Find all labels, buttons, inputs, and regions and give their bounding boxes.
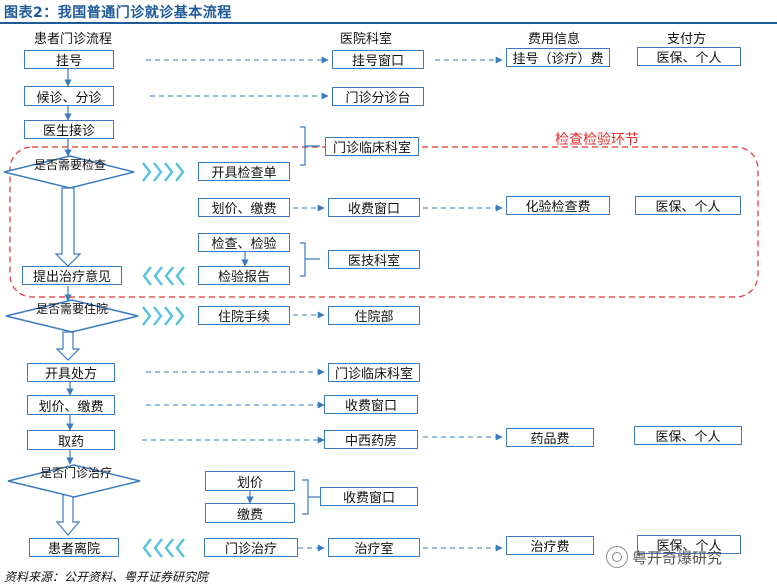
decision-need-admission-text: 是否需要住院	[36, 302, 109, 316]
wechat-icon	[606, 546, 628, 568]
title-rule	[0, 22, 777, 24]
chevron-left-icon	[175, 538, 185, 558]
decision-need-exam	[3, 155, 135, 189]
box-register: 挂号	[24, 50, 114, 69]
decision-need-exam-text: 是否需要检查	[34, 158, 107, 172]
chevrons-treatment-to-discharge	[142, 538, 185, 558]
decision-need-admission	[5, 299, 139, 333]
watermark-text: 粤开奇爆研究	[632, 548, 723, 567]
chevron-left-icon	[153, 266, 163, 286]
box-pay-2: 划价、缴费	[27, 395, 115, 415]
chevron-right-icon	[164, 306, 174, 326]
box-report: 检验报告	[198, 266, 290, 285]
box-outpatient-treatment: 门诊治疗	[204, 538, 298, 557]
box-payer-4: 医保、个人	[637, 535, 741, 554]
box-cashier-2: 收费窗口	[324, 395, 418, 414]
decision-outpatient-treat-text: 是否门诊治疗	[40, 466, 113, 480]
chevron-right-icon	[153, 162, 163, 182]
bracket-medtech	[300, 242, 320, 277]
box-payer-1: 医保、个人	[637, 47, 741, 66]
box-inpatient-dept: 住院部	[328, 306, 420, 325]
chevron-left-icon	[142, 266, 152, 286]
box-outpatient-clinic-1: 门诊临床科室	[325, 137, 419, 156]
chevron-right-icon	[153, 306, 163, 326]
hollow-arrow-to-prescribe-check	[63, 388, 73, 392]
box-prescribe: 开具处方	[27, 363, 115, 382]
decision-outpatient-treat	[7, 464, 141, 498]
box-register-window: 挂号窗口	[332, 50, 424, 69]
box-lab-fee: 化验检查费	[506, 196, 610, 215]
box-register-fee: 挂号（诊疗）费	[506, 48, 610, 67]
chevron-left-icon	[164, 266, 174, 286]
chevron-left-icon	[142, 538, 152, 558]
box-triage: 候诊、分诊	[24, 86, 114, 106]
chevron-left-icon	[164, 538, 174, 558]
header-patient-flow: 患者门诊流程	[34, 32, 113, 47]
box-treatment-room: 治疗室	[328, 538, 420, 557]
box-exam-order: 开具检查单	[198, 162, 290, 181]
chevron-right-icon	[175, 306, 185, 326]
header-fee-info: 费用信息	[528, 32, 581, 47]
box-payer-3: 医保、个人	[634, 426, 742, 445]
header-departments: 医院科室	[340, 32, 393, 47]
box-pharmacy: 中西药房	[324, 430, 418, 449]
chevrons-report-to-opinion	[142, 266, 185, 286]
figure-title: 图表2：我国普通门诊就诊基本流程	[4, 5, 232, 21]
box-get-medicine: 取药	[27, 430, 115, 450]
chevron-right-icon	[142, 162, 152, 182]
box-pay-1: 划价、缴费	[198, 198, 290, 217]
box-pricing: 划价	[205, 471, 295, 491]
box-payer-2: 医保、个人	[635, 196, 741, 215]
box-treatment-opinion: 提出治疗意见	[22, 266, 122, 285]
chevron-right-icon	[175, 162, 185, 182]
box-drug-fee: 药品费	[506, 428, 594, 447]
chevron-right-icon	[142, 306, 152, 326]
chevrons-admission-to-proc	[142, 306, 185, 326]
box-payment: 缴费	[205, 503, 295, 523]
box-admission-proc: 住院手续	[198, 306, 290, 325]
hollow-arrow-no-admission	[55, 331, 81, 361]
box-treatment-fee: 治疗费	[506, 536, 594, 555]
box-consult: 医生接诊	[24, 120, 114, 139]
hollow-arrow-to-discharge	[55, 493, 81, 536]
watermark: 粤开奇爆研究	[606, 544, 776, 570]
exam-section-label: 检查检验环节	[555, 132, 639, 148]
chevrons-exam-to-order	[142, 162, 185, 182]
chevron-left-icon	[175, 266, 185, 286]
chevron-right-icon	[164, 162, 174, 182]
box-triage-desk: 门诊分诊台	[332, 87, 424, 106]
bracket-clinic-1	[300, 126, 320, 166]
bracket-cashier-3	[302, 479, 320, 515]
box-discharge: 患者离院	[29, 538, 119, 557]
hollow-arrow-no-exam	[54, 187, 82, 267]
box-outpatient-clinic-2: 门诊临床科室	[328, 363, 420, 382]
box-exam: 检查、检验	[198, 233, 290, 252]
box-cashier-1: 收费窗口	[328, 198, 420, 217]
header-payer: 支付方	[667, 32, 707, 47]
box-medtech-dept: 医技科室	[328, 250, 420, 269]
source-note: 资料来源：公开资料、粤开证券研究院	[4, 570, 209, 584]
chevron-left-icon	[153, 538, 163, 558]
box-cashier-3: 收费窗口	[320, 487, 418, 506]
